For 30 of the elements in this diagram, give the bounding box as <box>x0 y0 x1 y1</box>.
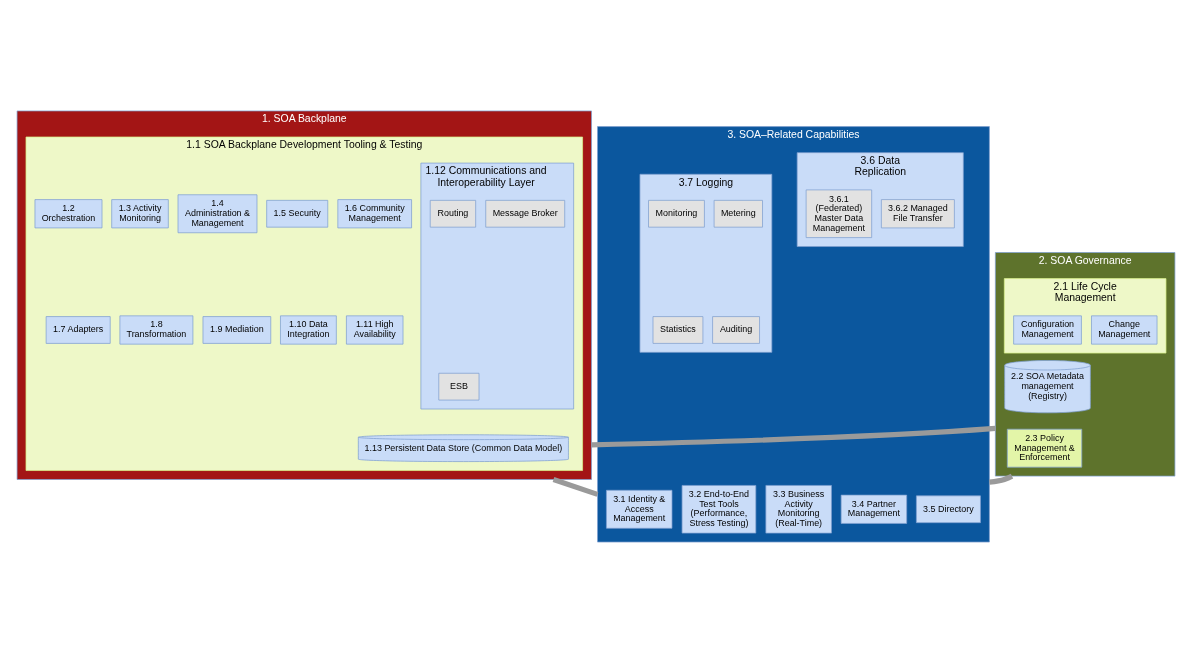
connector <box>591 425 996 447</box>
connector <box>552 476 599 497</box>
node-box: Statistics <box>652 315 704 344</box>
node-box: 1.2 Orchestration <box>34 198 103 228</box>
node-box: 1.10 Data Integration <box>280 314 337 345</box>
node-box: 1.4 Administration & Management <box>177 193 258 233</box>
node-box: 3.3 Business Activity Monitoring (Real-Time) <box>765 484 832 533</box>
node-box: 1.3 Activity Monitoring <box>111 198 169 228</box>
node-box: 3.5 Directory <box>916 495 981 523</box>
node-box: 1.8 Transformation <box>119 314 194 345</box>
node-box: Monitoring <box>648 199 705 228</box>
node-box: Configuration Management <box>1013 314 1082 345</box>
node-box: 1.5 Security <box>266 199 329 228</box>
node-box: 1.7 Adapters <box>45 315 111 344</box>
node-box: Message Broker <box>485 199 566 228</box>
node-box: Auditing <box>712 315 760 344</box>
node-box: 3.6.1 (Federated) Master Data Management <box>805 189 873 238</box>
node-box: 2.3 Policy Management & Enforcement <box>1006 428 1083 468</box>
node-box: 1.6 Community Management <box>337 198 412 228</box>
node-box: 3.4 Partner Management <box>840 494 908 524</box>
node-box: 3.2 End-to-End Test Tools (Performance, Stress Testing) <box>681 484 757 533</box>
node-box: Routing <box>429 199 477 228</box>
node-box: Change Management <box>1091 314 1158 345</box>
node-box: 1.9 Mediation <box>202 315 272 344</box>
connector <box>989 473 1014 485</box>
node-box: 3.6.2 Managed File Transfer <box>881 198 955 228</box>
node-box: ESB <box>438 372 480 400</box>
node-box: Metering <box>713 199 763 228</box>
node-box: 3.1 Identity & Access Management <box>606 489 673 529</box>
node-box: 1.11 High Availability <box>346 314 404 345</box>
